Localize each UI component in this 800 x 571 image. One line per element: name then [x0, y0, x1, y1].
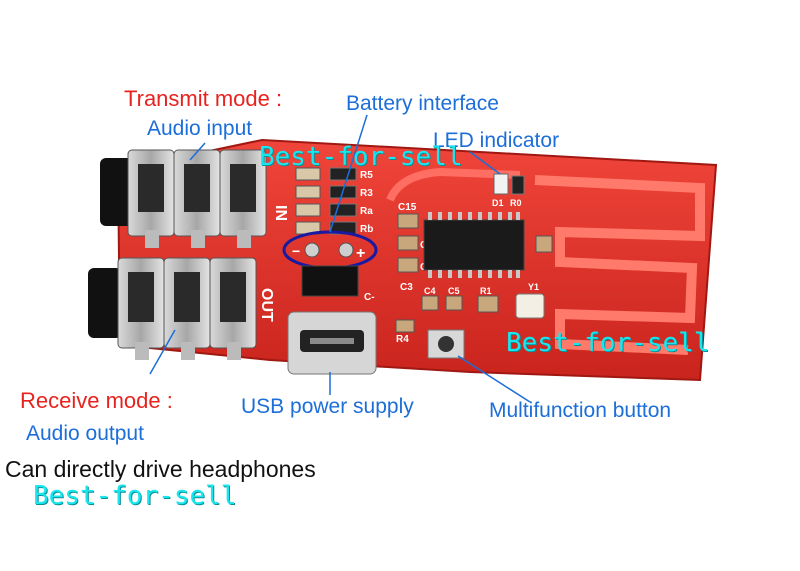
silk-in: IN — [272, 205, 289, 221]
led-component — [493, 173, 509, 195]
silk-r0: R0 — [510, 198, 522, 208]
ic-pins — [428, 212, 520, 278]
regulator-chip — [301, 265, 359, 297]
silk-r1: R1 — [480, 286, 492, 296]
silk-rb: Rb — [360, 224, 373, 235]
main-ic — [423, 219, 525, 271]
watermark-top: Best-for-sell — [259, 142, 463, 172]
silk-r5: R5 — [360, 170, 373, 181]
crystal-y1 — [515, 293, 545, 319]
audio-input-label: Audio input — [147, 117, 253, 140]
led-resistor — [511, 175, 525, 195]
pcb-antenna — [534, 175, 705, 355]
watermark-bottom: Best-for-sell — [33, 481, 237, 511]
silk-r4: R4 — [396, 334, 409, 345]
usb-power-supply-label: USB power supply — [241, 395, 414, 418]
silk-c-minus: C- — [364, 292, 375, 303]
capacitors — [395, 213, 553, 333]
headphones-note: Can directly drive headphones — [5, 456, 316, 482]
silk-d1: D1 — [492, 198, 504, 208]
silk-c4: C4 — [424, 286, 436, 296]
battery-interface-label: Battery interface — [346, 92, 499, 115]
silk-ra: Ra — [360, 206, 373, 217]
receive-mode-label: Receive mode : — [20, 388, 173, 413]
transmit-mode-label: Transmit mode : — [124, 86, 283, 111]
led-indicator-label: LED indicator — [433, 129, 560, 152]
audio-output-jacks — [88, 257, 257, 360]
multifunction-button-cap — [438, 336, 454, 352]
watermark-right: Best-for-sell — [506, 328, 710, 358]
pcb-copper-arc — [386, 167, 521, 202]
audio-input-jacks — [100, 149, 267, 248]
silk-minus: − — [292, 243, 300, 259]
silk-c15: C15 — [398, 202, 417, 213]
audio-output-label: Audio output — [26, 422, 144, 445]
silk-c5: C5 — [448, 286, 460, 296]
usb-port-tongue — [310, 338, 354, 344]
silk-out: OUT — [258, 288, 275, 322]
multifunction-button-label: Multifunction button — [489, 399, 672, 422]
silk-c3: C3 — [400, 282, 413, 293]
callout-lines — [149, 114, 531, 403]
silk-r3: R3 — [360, 188, 373, 199]
battery-pad-negative — [304, 242, 320, 258]
battery-pad-positive — [338, 242, 354, 258]
silk-y1: Y1 — [528, 282, 539, 292]
silk-plus: + — [356, 245, 365, 262]
